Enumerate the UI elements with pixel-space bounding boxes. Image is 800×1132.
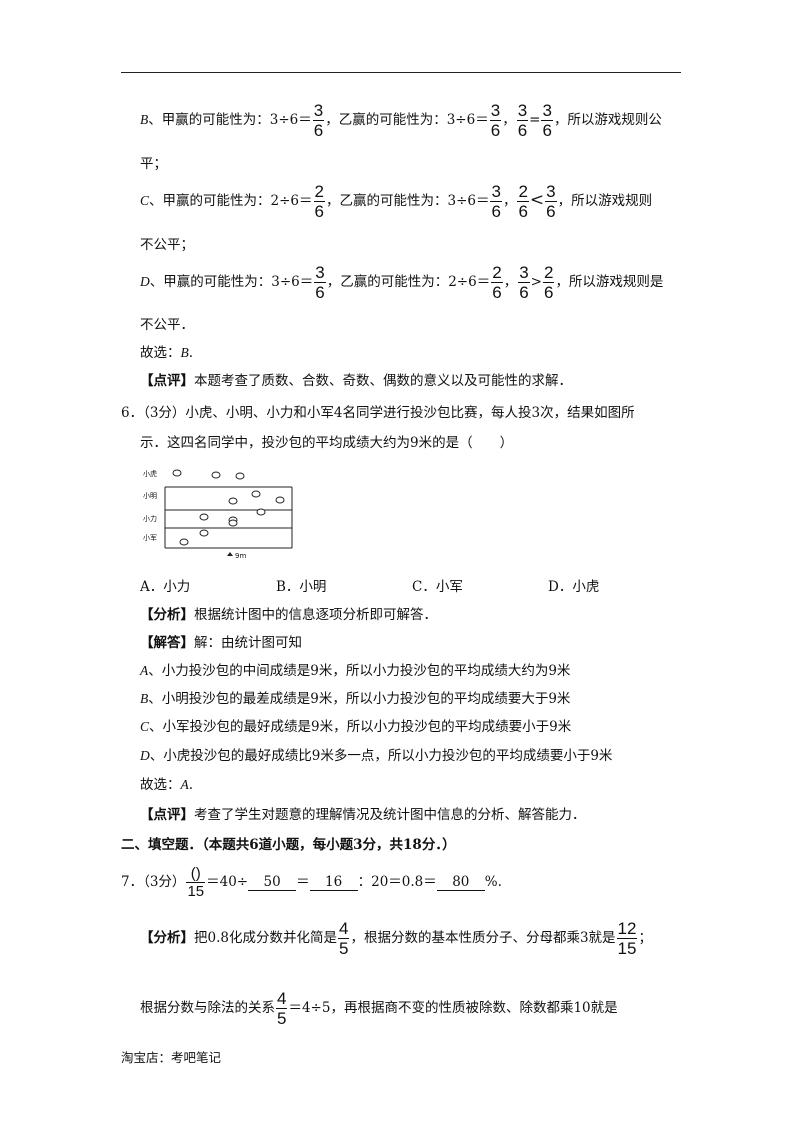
- throw-mark: [228, 519, 238, 527]
- option-label: C: [140, 193, 150, 208]
- reason-a: A、小力投沙包的中间成绩是9米，所以小力投沙包的平均成绩大约为9米: [140, 663, 571, 679]
- section-heading: 二、填空题．（本题共6道小题，每小题3分，共18分．）: [121, 837, 456, 853]
- option-c: C．小军: [412, 579, 463, 595]
- comment-tag: 【点评】: [140, 807, 194, 823]
- option-a: A．小力: [140, 579, 191, 595]
- throw-mark: [251, 490, 261, 498]
- arrow-icon: [227, 552, 233, 556]
- throw-chart: 小虎 小明 小力 小军 9m: [143, 469, 293, 560]
- text: ，乙赢的可能性为：3÷6＝: [325, 193, 490, 209]
- analysis-tag: 【分析】: [140, 607, 194, 623]
- comment-line: 【点评】考查了学生对题意的理解情况及统计图中信息的分析、解答能力．: [140, 807, 586, 823]
- comment-tag: 【点评】: [140, 373, 194, 389]
- chart-label: 小虎: [143, 469, 157, 478]
- question-7: 7．（3分）()15＝40÷50＝16：20＝0.8＝80%.: [121, 865, 502, 900]
- text: ，乙赢的可能性为：2÷6＝: [326, 274, 491, 290]
- option-d: D．小虎: [548, 579, 600, 595]
- chart-label: 小明: [143, 491, 157, 500]
- operator: =: [529, 112, 541, 128]
- analysis-line: 【分析】根据统计图中的信息逐项分析即可解答．: [140, 607, 437, 623]
- text: 、甲赢的可能性为：3÷6＝: [148, 112, 312, 128]
- option-label: D: [140, 274, 150, 289]
- header-rule: [121, 72, 681, 73]
- text: ，所以游戏规则是: [555, 274, 664, 290]
- text-line: 不公平．: [140, 317, 194, 333]
- text: ，所以游戏规则公: [553, 112, 662, 128]
- throw-mark: [172, 469, 182, 477]
- reason-d: D、小虎投沙包的最好成绩比9米多一点，所以小力投沙包的平均成绩要小于9米: [140, 748, 613, 764]
- throw-mark: [211, 471, 221, 479]
- answer-blank: 80: [436, 875, 485, 891]
- question-6-stem-cont: 示．这四名同学中，投沙包的平均成绩大约为9米的是（ ）: [140, 435, 514, 451]
- answer-blank: 50: [248, 875, 297, 891]
- text-line: 平；: [140, 156, 167, 172]
- marker-label: 9m: [235, 552, 246, 560]
- comment-line: 【点评】本题考查了质数、合数、奇数、偶数的意义以及可能性的求解．: [140, 373, 572, 389]
- operator: >: [530, 274, 542, 290]
- option-label: B: [140, 112, 149, 127]
- answer-line: 故选：B.: [140, 345, 194, 361]
- reason-b: B、小明投沙包的最差成绩是9米，所以小力投沙包的平均成绩要大于9米: [140, 691, 571, 707]
- text-line: 不公平；: [140, 237, 194, 253]
- text: ，所以游戏规则: [557, 193, 653, 209]
- answer-line: 故选：A.: [140, 777, 194, 793]
- throw-mark: [256, 508, 266, 516]
- footer-shop-name: 淘宝店：考吧笔记: [121, 1050, 222, 1065]
- text: 、甲赢的可能性为：2÷6＝: [149, 193, 313, 209]
- throw-mark: [199, 529, 209, 537]
- chart-label: 小军: [143, 533, 157, 542]
- throw-mark: [235, 472, 245, 480]
- text: 、甲赢的可能性为：3÷6＝: [149, 274, 314, 290]
- chart-label: 小力: [143, 514, 157, 523]
- throw-mark: [199, 513, 209, 521]
- throw-mark: [179, 538, 189, 546]
- answer-blank: 16: [309, 875, 358, 891]
- analysis-tag: 【分析】: [140, 930, 194, 946]
- fraction: ()15: [186, 865, 206, 900]
- question-6-stem: 6．（3分）小虎、小明、小力和小军4名同学进行投沙包比赛，每人投3次，结果如图所: [121, 405, 635, 421]
- solution-line: 【解答】解：由统计图可知: [140, 635, 302, 651]
- throw-mark: [275, 496, 285, 504]
- solution-tag: 【解答】: [140, 635, 194, 651]
- throw-mark: [228, 497, 238, 505]
- option-b: B．小明: [276, 579, 327, 595]
- reason-c: C、小军投沙包的最好成绩是9米，所以小力投沙包的平均成绩要小于9米: [140, 719, 572, 735]
- operator: <: [529, 190, 545, 210]
- text: ，乙赢的可能性为：3÷6＝: [325, 112, 489, 128]
